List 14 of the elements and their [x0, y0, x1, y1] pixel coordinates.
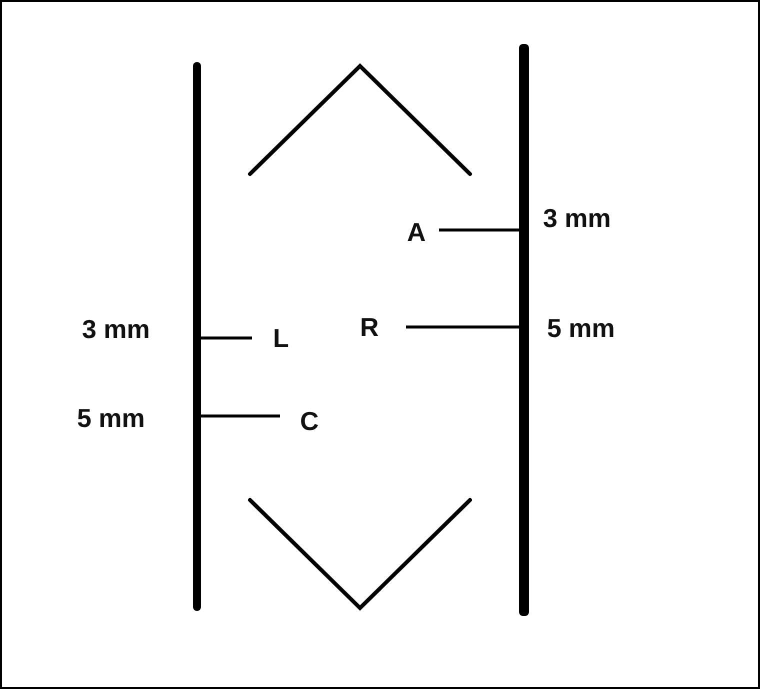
leader-line: [439, 228, 519, 232]
dimension-label: 5 mm: [547, 312, 615, 344]
leader-line: [201, 336, 252, 340]
part-label: R: [357, 311, 406, 343]
leader-line: [406, 326, 519, 328]
dimension-label: 3 mm: [543, 202, 611, 234]
part-label: A: [403, 216, 439, 248]
part-label: C: [280, 405, 326, 437]
leader-line: [201, 414, 280, 418]
part-label: L: [252, 322, 296, 354]
vertical-bar: [519, 44, 529, 616]
dimension-label: 5 mm: [77, 402, 145, 434]
vertical-bar: [193, 62, 201, 611]
dimension-label: 3 mm: [82, 313, 150, 345]
